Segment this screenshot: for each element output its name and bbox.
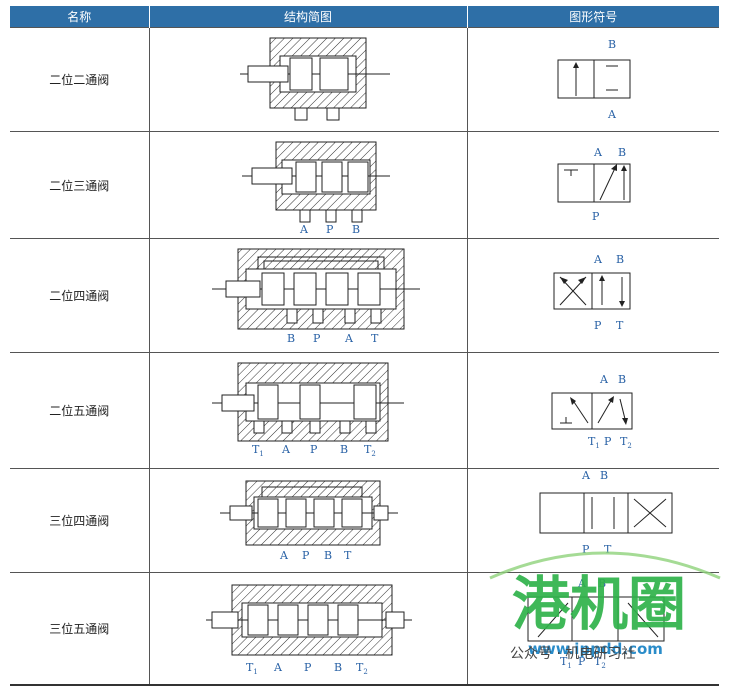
symbol-port-label: T <box>604 543 612 556</box>
struct-port-label: A <box>273 661 283 674</box>
symbol-port-label: B <box>608 38 616 51</box>
table-header-row: 名称 结构简图 图形符号 <box>10 6 719 28</box>
struct-port-label: P <box>326 223 334 236</box>
symbol-port-label: A <box>593 253 603 266</box>
struct-port-label: B <box>334 661 342 674</box>
symbol-port-label: P <box>582 543 590 556</box>
struct-port-label: T <box>371 332 379 345</box>
symbol-diagram: A B P T <box>553 253 630 332</box>
structure-cell: T1 A P B T2 <box>148 572 467 686</box>
valve-name: 二位二通阀 <box>10 27 149 132</box>
struct-port-label: T <box>344 549 352 562</box>
struct-port-label: P <box>310 443 318 456</box>
structure-diagram: A P B <box>241 141 390 236</box>
struct-port-label: A <box>279 549 289 562</box>
struct-port-label: B <box>340 443 348 456</box>
valve-name: 二位五通阀 <box>10 352 149 469</box>
struct-port-label: T1 <box>246 661 258 676</box>
symbol-port-label: A <box>577 577 587 590</box>
symbol-port-label: B <box>600 469 608 482</box>
struct-port-label: A <box>281 443 291 456</box>
symbol-port-label: P <box>594 319 602 332</box>
struct-port-label: T2 <box>364 443 376 458</box>
struct-port-label: B <box>352 223 360 236</box>
structure-diagram: T1 A P B T2 <box>211 362 404 458</box>
header-symbol: 图形符号 <box>466 6 719 28</box>
table-row: 二位二通阀 A B <box>10 27 719 132</box>
symbol-diagram: A B T1 P T2 <box>551 373 632 450</box>
watermark-url: www.ippdd.com <box>528 640 663 658</box>
symbol-cell: A B P T <box>466 468 719 573</box>
table-row: 二位五通阀 T1 A P <box>10 352 719 469</box>
symbol-cell: B A <box>466 27 719 132</box>
symbol-port-label: P <box>604 435 612 448</box>
struct-port-label: T2 <box>356 661 368 676</box>
valve-name: 三位四通阀 <box>10 468 149 573</box>
structure-diagram: A B <box>239 37 390 121</box>
valve-name: 二位三通阀 <box>10 131 149 239</box>
structure-diagram: T1 A P B T2 <box>205 584 412 676</box>
symbol-port-label: T1 <box>560 655 572 670</box>
symbol-port-label: T2 <box>620 435 632 450</box>
structure-cell: T1 A P B T2 <box>148 352 467 469</box>
struct-port-label: T1 <box>252 443 264 458</box>
symbol-cell: A B T1 P T2 <box>466 352 719 469</box>
valve-name: 二位四通阀 <box>10 238 149 353</box>
symbol-cell: A B P T <box>466 238 719 353</box>
watermark-caption: 公众号 · 机电研习社 <box>510 646 636 662</box>
structure-cell: A B <box>148 27 467 132</box>
symbol-diagram: A B T1 P T2 <box>527 577 664 670</box>
struct-port-label: P <box>313 332 321 345</box>
symbol-diagram: B A <box>557 38 630 121</box>
symbol-cell: A B P <box>466 131 719 239</box>
struct-port-label: P <box>304 661 312 674</box>
struct-port-label: A <box>344 332 354 345</box>
symbol-port-label: P <box>578 655 586 668</box>
struct-port-label: B <box>324 549 332 562</box>
watermark-logo: 港机圈 www.ippdd.com <box>489 551 721 658</box>
symbol-port-label: B <box>618 146 626 159</box>
symbol-port-label: T1 <box>588 435 600 450</box>
valve-name: 三位五通阀 <box>10 572 149 686</box>
table-row: 二位四通阀 B P <box>10 238 719 353</box>
structure-cell: A P B T <box>148 468 467 573</box>
symbol-port-label: A <box>607 108 617 121</box>
symbol-port-label: T2 <box>594 655 606 670</box>
symbol-port-label: B <box>616 253 624 266</box>
structure-cell: A P B <box>148 131 467 239</box>
symbol-port-label: P <box>592 210 600 223</box>
structure-diagram: A P B T <box>219 480 398 562</box>
symbol-port-label: A <box>581 469 591 482</box>
struct-port-label: P <box>302 549 310 562</box>
symbol-port-label: T <box>616 319 624 332</box>
struct-port-label: B <box>287 332 295 345</box>
symbol-port-label: A <box>593 146 603 159</box>
valve-table: 名称 结构简图 图形符号 二位二通阀 <box>10 6 719 686</box>
symbol-port-label: B <box>618 373 626 386</box>
struct-port-label: A <box>299 223 309 236</box>
header-structure: 结构简图 <box>148 6 467 28</box>
structure-diagram: B P A T <box>211 248 420 345</box>
symbol-port-label: A <box>599 373 609 386</box>
watermark-logo-text: 港机圈 <box>512 570 686 638</box>
symbol-diagram: A B P T <box>539 469 672 556</box>
symbol-diagram: A B P <box>557 146 630 223</box>
table-row: 三位四通阀 A P B T <box>10 468 719 573</box>
table-row: 二位三通阀 A P B <box>10 131 719 239</box>
structure-cell: B P A T <box>148 238 467 353</box>
symbol-port-label: B <box>598 577 606 590</box>
header-name: 名称 <box>10 6 149 28</box>
